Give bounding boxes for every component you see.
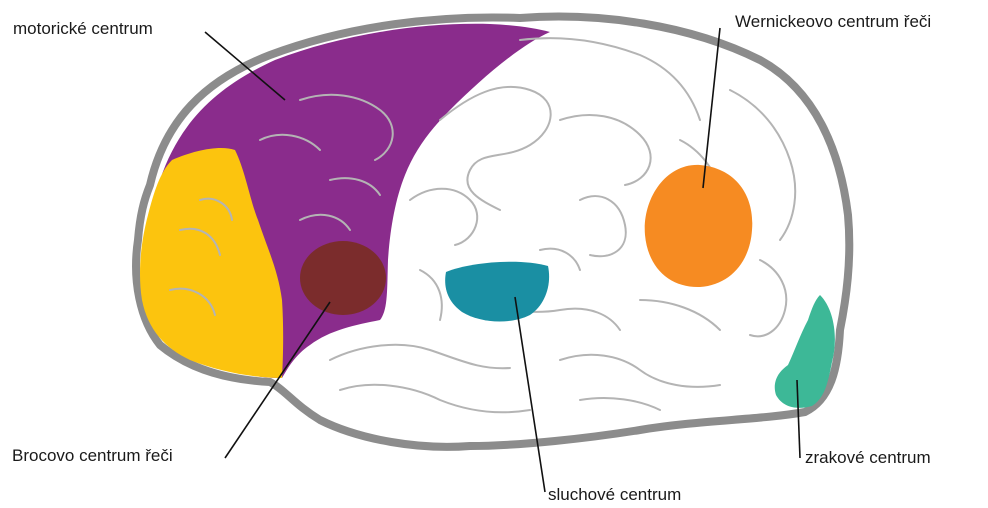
broca-center-label: Brocovo centrum řeči [12,447,173,464]
motor-center-label: motorické centrum [13,20,153,37]
visual-center-label: zrakové centrum [805,449,931,466]
broca-region [300,241,386,315]
wernicke-center-label: Wernickeovo centrum řeči [735,13,931,30]
wernicke-region [645,165,753,287]
auditory-center-label: sluchové centrum [548,486,681,503]
